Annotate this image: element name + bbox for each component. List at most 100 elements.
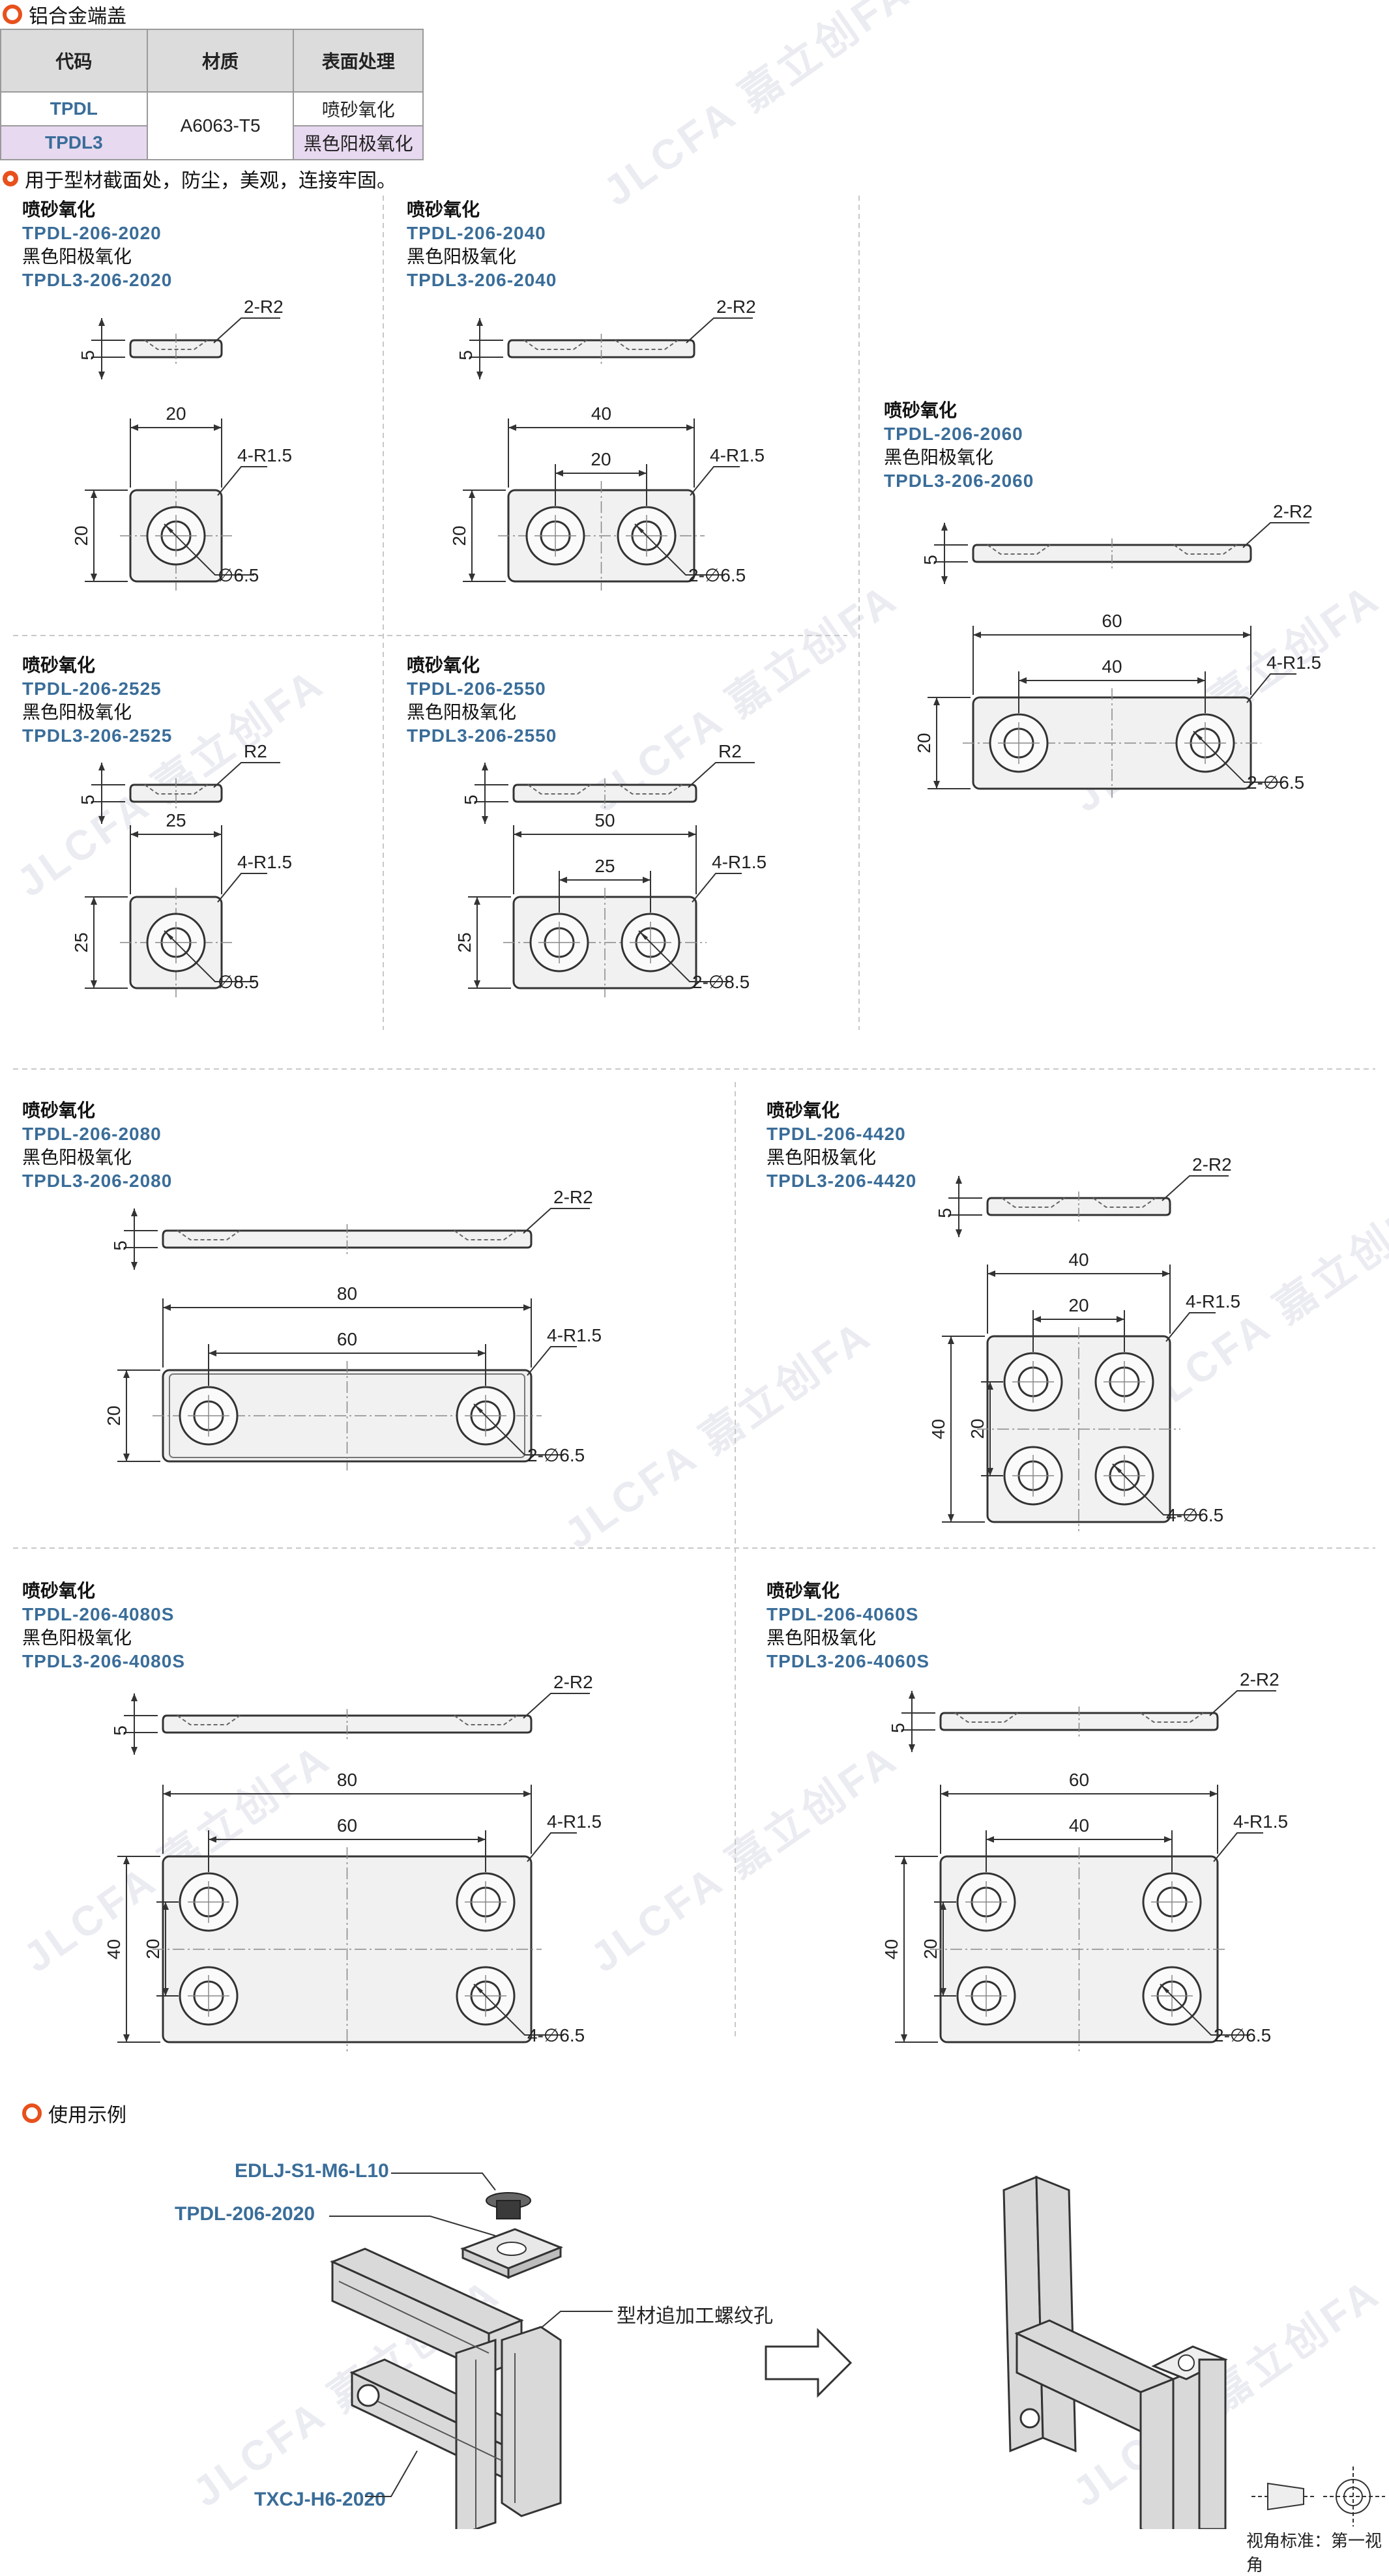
dimension-width: 20 [166, 403, 186, 424]
table-cell-material: A6063-T5 [146, 91, 295, 160]
part-code: TPDL3-206-2080 [22, 1171, 173, 1191]
dimension-arrow [163, 1791, 171, 1797]
dimension-radius-side: 2-R2 [553, 1187, 593, 1207]
leader-line [690, 466, 740, 496]
dimension-corner-radius: 4-R1.5 [547, 1811, 602, 1832]
dimension-arrow [476, 318, 483, 326]
usage-illustration [329, 2173, 1385, 2529]
dimension-corner-radius: 4-R1.5 [1186, 1291, 1240, 1311]
dimension-arrow [559, 877, 567, 883]
finish-label: 黑色阳极氧化 [767, 1147, 877, 1167]
usage-screw-label: EDLJ-S1-M6-L10 [235, 2160, 389, 2182]
part-code: TPDL-206-2060 [884, 424, 1023, 444]
dimension-thickness: 5 [78, 350, 98, 360]
part-label-2060: 喷砂氧化 TPDL-206-2060 黑色阳极氧化 TPDL3-206-2060 [884, 399, 1034, 493]
dimension-arrow [1117, 1316, 1124, 1323]
dimension-corner-radius: 4-R1.5 [547, 1325, 602, 1345]
section-circle-icon [22, 2103, 42, 2123]
leader-line [213, 317, 280, 344]
dimension-arrow [940, 1988, 946, 1996]
dimension-arrow [98, 763, 105, 770]
dimension-width: 50 [594, 810, 615, 830]
part-code: TPDL-206-2550 [407, 679, 546, 699]
leader-line [1165, 1312, 1216, 1342]
dimension-arrow [909, 1744, 915, 1752]
dimension-width: 40 [591, 403, 611, 424]
dimension-pitch: 60 [337, 1815, 357, 1836]
dimension-hole: ∅8.5 [218, 972, 259, 992]
dimension-arrow [130, 831, 138, 838]
leader-arrow [474, 1984, 483, 1993]
countersink-hidden-line [144, 784, 208, 795]
dimension-arrow [131, 1262, 138, 1270]
dimension-width: 60 [1102, 611, 1122, 631]
dimension-arrow [476, 372, 483, 379]
dimension-arrow [987, 1382, 993, 1390]
part-code: TPDL3-206-2060 [884, 471, 1034, 491]
countersink-hidden-line [523, 340, 587, 350]
dimension-hole: 4-∅6.5 [1166, 1505, 1223, 1525]
dimension-arrow [469, 574, 475, 581]
finish-label: 喷砂氧化 [22, 1100, 96, 1120]
countersink-hidden-line [615, 340, 679, 350]
part-code: TPDL-206-2080 [22, 1124, 162, 1144]
dimension-corner-radius: 4-R1.5 [1266, 652, 1321, 673]
leader-line [527, 1832, 577, 1862]
dimension-arrow [123, 2034, 130, 2042]
leader-arrow [639, 931, 648, 940]
projection-standard-text: 视角标准：第一视角 [1246, 2531, 1382, 2575]
finish-label: 喷砂氧化 [407, 199, 480, 220]
dimension-height: 40 [928, 1419, 948, 1439]
dimension-arrow [469, 490, 475, 498]
dimension-width: 40 [1068, 1250, 1089, 1270]
dimension-arrow [643, 877, 651, 883]
part-code: TPDL-206-2020 [22, 223, 162, 243]
countersink-hidden-line [619, 784, 682, 795]
leader-line [473, 1403, 564, 1456]
spec-table: 代码 材质 表面处理 TPDL A6063-T5 喷砂氧化 TPDL3 黑色阳极… [0, 29, 424, 160]
part-label-4420: 喷砂氧化 TPDL-206-4420 黑色阳极氧化 TPDL3-206-4420 [767, 1099, 916, 1193]
dimension-arrow [555, 470, 563, 476]
finish-label: 喷砂氧化 [407, 655, 480, 675]
dimension-arrow [98, 372, 105, 379]
dimension-arrow [214, 424, 222, 431]
dimension-arrow [163, 1304, 171, 1311]
leader-line [686, 317, 753, 344]
note-line: 用于型材截面处，防尘，美观，连接牢固。 [3, 164, 396, 193]
section-circle-icon [3, 5, 22, 24]
dimension-thickness: 5 [456, 350, 476, 360]
part-label-4060s: 喷砂氧化 TPDL-206-4060S 黑色阳极氧化 TPDL3-206-406… [767, 1579, 929, 1673]
dimension-arrow [131, 1208, 138, 1216]
leader-line [638, 930, 729, 982]
finish-label: 喷砂氧化 [767, 1100, 840, 1120]
dimension-radius-side: 2-R2 [553, 1672, 593, 1692]
part-code: TPDL3-206-4420 [767, 1171, 917, 1191]
leader-line [1160, 1983, 1250, 2036]
dimension-thickness: 5 [935, 1208, 955, 1218]
finish-label: 黑色阳极氧化 [884, 447, 994, 467]
finish-label: 黑色阳极氧化 [22, 702, 132, 722]
part-code: TPDL3-206-2525 [22, 725, 173, 746]
dimension-arrow [523, 1304, 531, 1311]
dimension-arrow [1033, 1316, 1041, 1323]
dimension-radius-side: 2-R2 [1192, 1154, 1232, 1175]
dimension-arrow [131, 1693, 138, 1701]
dimension-arrow [91, 897, 97, 905]
dimension-hole: 2-∅6.5 [1214, 2025, 1271, 2045]
side-view-plate [972, 544, 1252, 563]
countersink-hidden-line [177, 1715, 241, 1725]
part-label-2040: 喷砂氧化 TPDL-206-2040 黑色阳极氧化 TPDL3-206-2040 [407, 198, 557, 292]
leader-arrow [474, 1404, 483, 1413]
leader-line [692, 873, 742, 903]
table-cell-finish: 黑色阳极氧化 [293, 125, 424, 160]
dimension-arrow [941, 576, 948, 584]
part-code: TPDL-206-2040 [407, 223, 546, 243]
finish-label: 黑色阳极氧化 [767, 1628, 877, 1648]
dimension-corner-radius: 4-R1.5 [237, 852, 292, 872]
part-label-2525: 喷砂氧化 TPDL-206-2525 黑色阳极氧化 TPDL3-206-2525 [22, 654, 172, 748]
dimension-arrow [1197, 677, 1205, 684]
countersink-hidden-line [1092, 1197, 1156, 1208]
countersink-hidden-line [454, 1715, 518, 1725]
dimension-pitch: 20 [591, 449, 611, 469]
dimension-height: 25 [454, 932, 475, 952]
